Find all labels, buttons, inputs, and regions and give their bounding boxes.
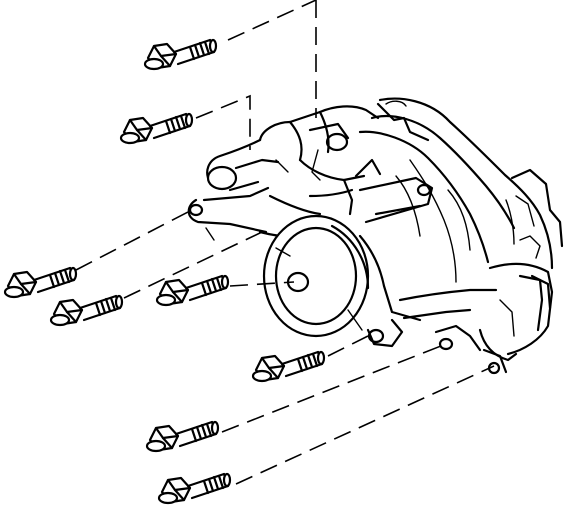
bolt-7 [145,420,220,453]
bolt-5 [155,274,230,307]
bolt-1 [143,38,218,71]
engine-cover [358,97,564,362]
leader-lines [75,0,495,485]
bolt-3 [3,266,78,299]
bolt-8 [157,472,232,505]
bolt-6 [251,350,326,383]
bolt-4 [49,294,124,327]
pump-body [187,105,508,375]
bolt-2 [119,112,194,145]
